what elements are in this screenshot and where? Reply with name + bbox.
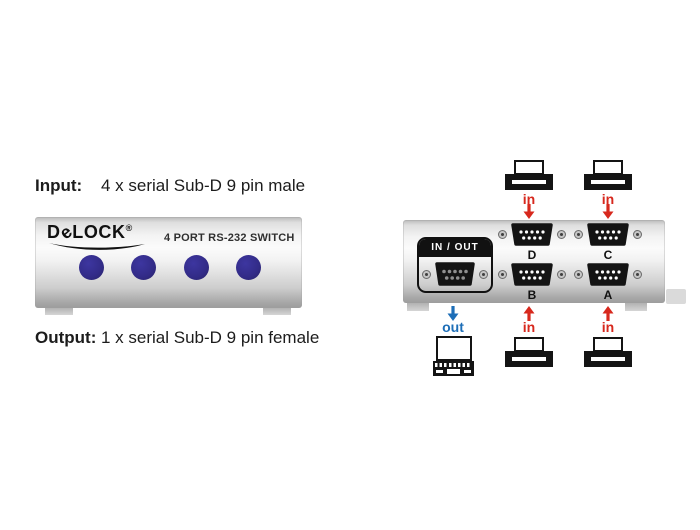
port-label-b: B [527, 288, 537, 302]
port-select-button-3 [183, 255, 209, 280]
device-foot [263, 308, 291, 315]
in-arrow-icon [522, 306, 536, 326]
delock-swoosh-icon [49, 243, 145, 250]
switch-rear-panel: IN / OUT [403, 220, 665, 311]
db9-male-connector-b [498, 263, 566, 286]
screw-icon [633, 230, 642, 239]
db9-female-socket-icon [435, 262, 475, 286]
in-label: in [522, 319, 536, 335]
switch-front-panel: DeLOCK® 4 PORT RS-232 SWITCH [35, 217, 302, 315]
db9-male-connector-d [498, 223, 566, 246]
screw-icon [574, 230, 583, 239]
db9-male-plug-icon [587, 223, 629, 246]
out-label: out [442, 319, 464, 335]
printer-icon [584, 337, 632, 367]
in-label: in [522, 191, 536, 207]
in-out-label: IN / OUT [419, 239, 491, 257]
input-label: Input: [35, 176, 83, 195]
input-spec-line: Input: 4 x serial Sub-D 9 pin male [35, 176, 305, 196]
output-label: Output: [35, 328, 97, 347]
port-label-d: D [527, 248, 537, 262]
port-select-buttons [79, 255, 261, 280]
device-foot [407, 303, 429, 311]
db9-male-plug-icon [511, 263, 553, 286]
db9-female-connector [419, 257, 491, 291]
db9-male-connector-a [574, 263, 642, 286]
in-label: in [601, 191, 615, 207]
registered-mark: ® [125, 223, 133, 233]
port-select-button-4 [235, 255, 261, 280]
port-label-c: C [603, 248, 613, 262]
delock-logo-text: DeLOCK® [47, 221, 133, 244]
in-label: in [601, 319, 615, 335]
output-spec-line: Output: 1 x serial Sub-D 9 pin female [35, 328, 319, 348]
out-arrow-icon [446, 306, 460, 326]
in-out-port-group: IN / OUT [417, 237, 493, 293]
device-foot [45, 308, 73, 315]
delock-logo: DeLOCK® [47, 221, 157, 250]
db9-male-connector-c [574, 223, 642, 246]
in-arrow-icon [601, 306, 615, 326]
db9-male-plug-icon [511, 223, 553, 246]
printer-icon [505, 337, 553, 367]
screw-icon [557, 270, 566, 279]
in-arrow-icon [601, 204, 615, 224]
screw-icon [422, 269, 431, 279]
front-panel-title: 4 PORT RS-232 SWITCH [164, 232, 295, 244]
port-label-a: A [603, 288, 613, 302]
laptop-icon [433, 336, 474, 376]
db9-male-plug-icon [587, 263, 629, 286]
screw-icon [633, 270, 642, 279]
in-arrow-icon [522, 204, 536, 224]
output-value: 1 x serial Sub-D 9 pin female [101, 328, 320, 347]
port-select-button-2 [131, 255, 157, 280]
device-foot [625, 303, 647, 311]
screw-icon [479, 269, 488, 279]
screw-icon [557, 230, 566, 239]
printer-icon [584, 160, 632, 190]
screw-icon [498, 270, 507, 279]
input-value: 4 x serial Sub-D 9 pin male [101, 176, 306, 195]
port-select-button-1 [79, 255, 104, 280]
panel-shadow [666, 289, 686, 304]
printer-icon [505, 160, 553, 190]
screw-icon [574, 270, 583, 279]
screw-icon [498, 230, 507, 239]
